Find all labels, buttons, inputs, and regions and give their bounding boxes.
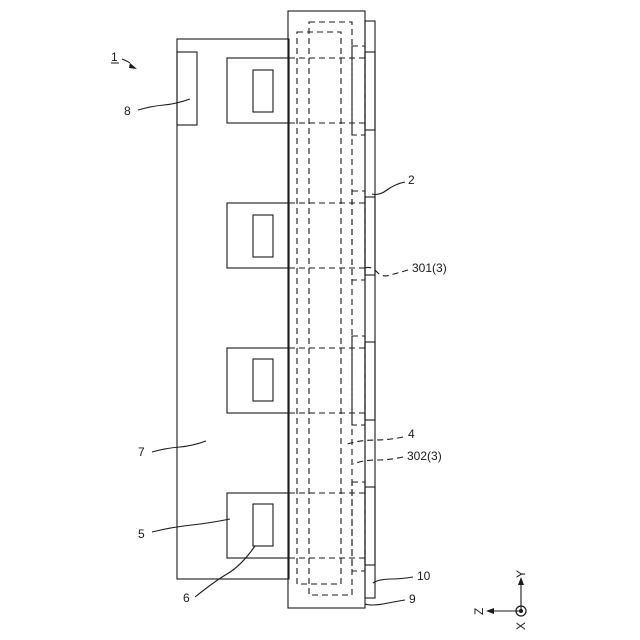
axis-label-z: Z (472, 608, 486, 615)
label-4: 4 (408, 427, 415, 441)
rail-10 (365, 21, 375, 598)
label-1: 1 (111, 50, 118, 64)
module-block-3 (227, 348, 289, 413)
label-7: 7 (138, 445, 145, 459)
label-9: 9 (409, 592, 416, 606)
hidden-frame-outer (309, 22, 352, 595)
arrowhead-1 (129, 63, 137, 69)
label-2: 2 (408, 173, 415, 187)
module-block-4 (227, 493, 289, 558)
axis-label-y: Y (514, 570, 528, 578)
cover-9 (288, 11, 365, 608)
label-6: 6 (183, 591, 190, 605)
label-10: 10 (417, 569, 431, 583)
axis-label-x: X (514, 622, 528, 630)
module-block-1 (227, 58, 289, 123)
label-302: 302(3) (407, 449, 442, 463)
hidden-connectors (352, 46, 365, 571)
label-8: 8 (124, 104, 131, 118)
hidden-frame-inner (297, 32, 341, 584)
label-5: 5 (138, 527, 145, 541)
part-8-block (177, 52, 197, 125)
base-plate (177, 39, 289, 579)
module-block-2 (227, 203, 289, 268)
leader-lines (122, 59, 413, 605)
label-301: 301(3) (412, 261, 447, 275)
hidden-module-lines (289, 58, 365, 558)
axes-indicator (486, 577, 526, 616)
terminal-strips (365, 52, 375, 565)
